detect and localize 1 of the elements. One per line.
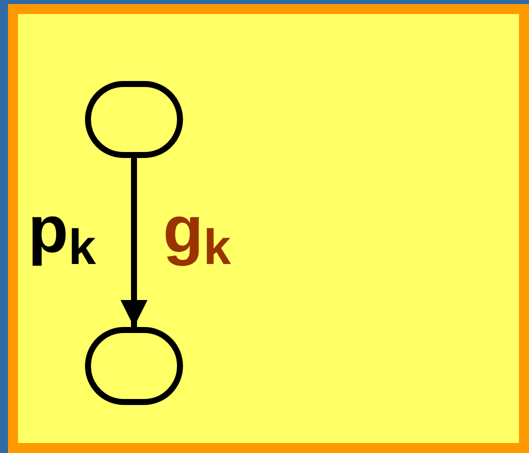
arrow [120, 158, 148, 327]
